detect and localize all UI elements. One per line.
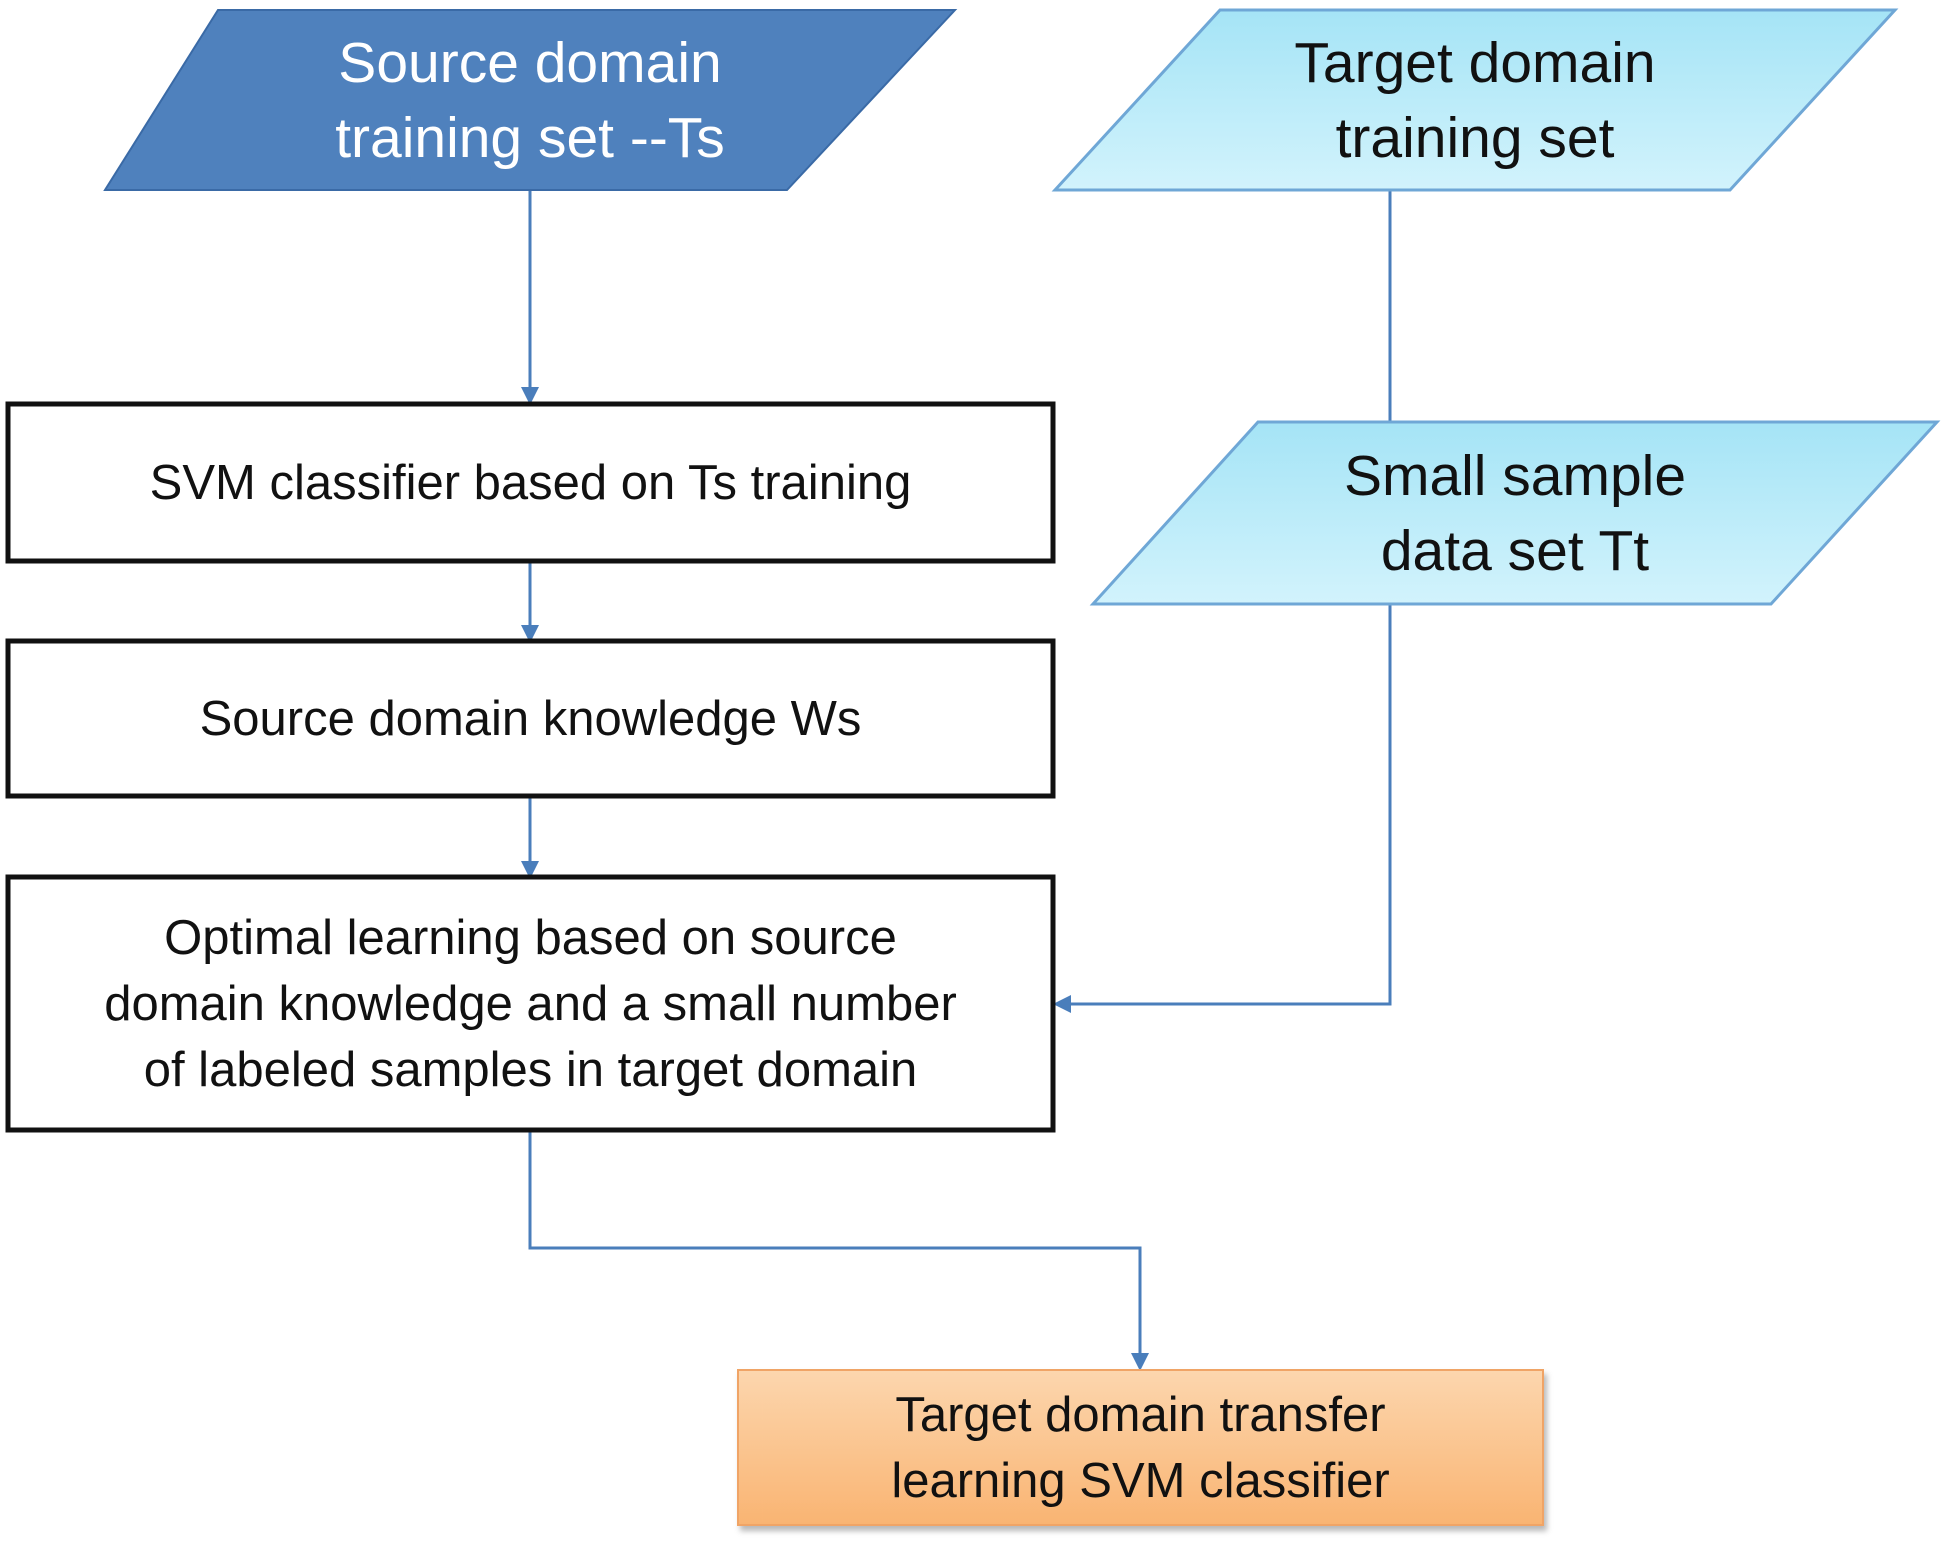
optimal-learning-box — [5, 874, 1056, 1133]
target-training-set-shape — [1051, 8, 1899, 192]
connectors — [521, 190, 1392, 1371]
source-knowledge-box — [5, 638, 1056, 799]
source-training-set-shape — [103, 9, 958, 191]
svm-classifier-label: SVM classifier based on Ts training — [149, 455, 912, 510]
arrow-small-sample-to-optimal — [1053, 604, 1392, 1013]
target-training-set-label: Target domain training set — [1294, 31, 1656, 170]
arrow-optimal-to-transfer — [528, 1132, 1149, 1371]
source-knowledge-label: Source domain knowledge Ws — [199, 691, 862, 746]
source-training-set-label: Source domain training set --Ts — [335, 31, 725, 170]
svm-classifier-box — [5, 401, 1056, 564]
small-sample-set-label: Small sample data set Tt — [1343, 444, 1687, 583]
transfer-classifier-label: Target domain transfer learning SVM clas… — [891, 1387, 1390, 1508]
transfer-classifier-box — [737, 1369, 1544, 1526]
optimal-learning-label: Optimal learning based on source domain … — [104, 910, 957, 1097]
small-sample-set-shape — [1089, 420, 1941, 606]
